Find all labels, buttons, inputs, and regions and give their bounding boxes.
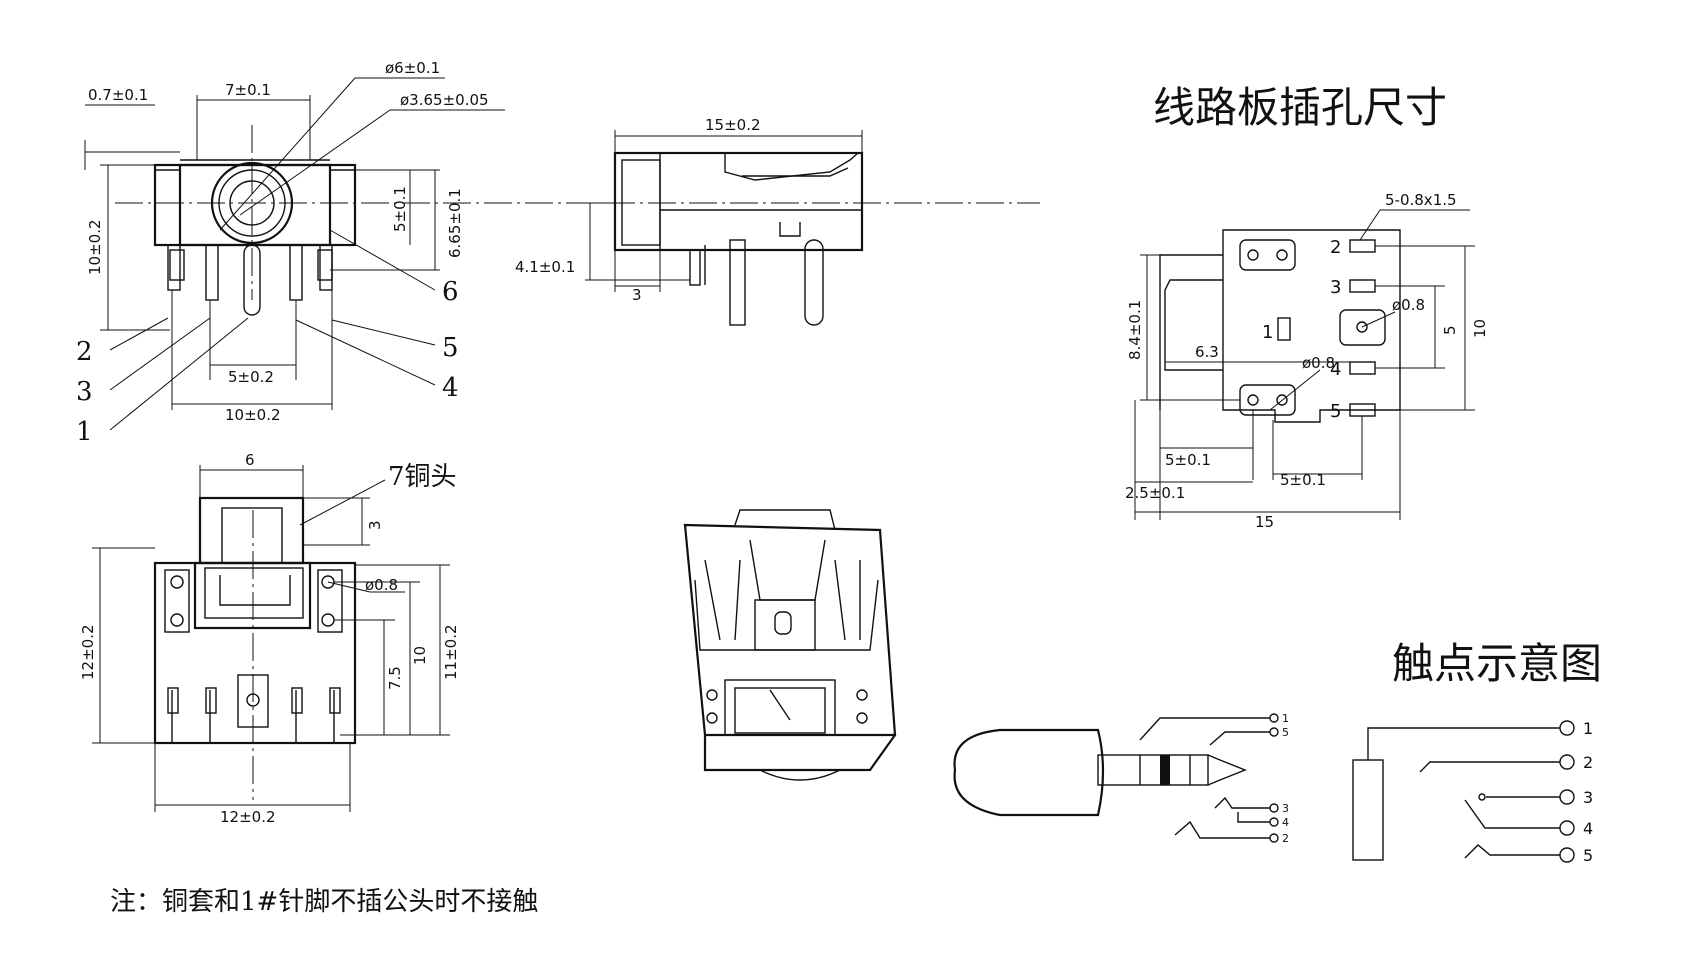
callout-1: 1	[76, 417, 93, 447]
bottom-dim-phi0-8: ø0.8	[365, 576, 398, 594]
bottom-dim-12-left: 12±0.2	[79, 624, 97, 680]
callout-4: 4	[442, 373, 459, 403]
switch-contact-2: 2	[1583, 753, 1593, 772]
bottom-dim-12: 12±0.2	[220, 808, 276, 826]
pcb-dim-2-5: 2.5±0.1	[1125, 484, 1185, 502]
pcb-dim-15: 15	[1255, 513, 1274, 531]
bottom-dim-10: 10	[411, 646, 429, 665]
front-view: 0.7±0.1 7±0.1 ø6±0.1 ø3.65±0.05 10±0.2 5…	[76, 59, 1040, 447]
front-pin-3	[205, 244, 219, 301]
pcb-dim-6-3: 6.3	[1195, 343, 1219, 361]
pcb-dim-phi0-8-b: ø0.8	[1302, 354, 1335, 372]
dim-10-bottom: 10±0.2	[225, 406, 281, 424]
side-dim-4-1: 4.1±0.1	[515, 258, 575, 276]
dim-7: 7±0.1	[225, 81, 271, 99]
contact-diagram: 触点示意图 1 5 3 4 2 1 2 3	[953, 639, 1602, 865]
callout-2: 2	[76, 337, 93, 367]
switch-body	[1352, 759, 1384, 861]
pcb-pin-2: 2	[1330, 237, 1341, 258]
dim-phi6: ø6±0.1	[385, 59, 440, 77]
switch-contact-1: 1	[1583, 719, 1593, 738]
switch-contact-5: 5	[1583, 846, 1593, 865]
dim-phi3-65: ø3.65±0.05	[400, 91, 489, 109]
side-view: 15±0.2 4.1±0.1 3	[515, 116, 864, 326]
bottom-view: 6 7铜头 3 ø0.8	[79, 451, 460, 826]
bottom-dim-3: 3	[366, 520, 384, 530]
front-pin-4	[289, 244, 303, 301]
plug-contact-2: 2	[1282, 832, 1289, 845]
pcb-dim-slot: 5-0.8x1.5	[1385, 191, 1457, 209]
switch-contact-3: 3	[1583, 788, 1593, 807]
title-pcb-hole-size: 线路板插孔尺寸	[1153, 83, 1447, 132]
footnote: 注：铜套和1#针脚不插公头时不接触	[110, 887, 538, 917]
switch-contact-4: 4	[1583, 819, 1593, 838]
front-pin-5	[319, 244, 333, 291]
dim-5-bottom: 5±0.2	[228, 368, 274, 386]
plug-body	[953, 728, 1105, 817]
pcb-dim-5-a: 5±0.1	[1165, 451, 1211, 469]
callout-6: 6	[442, 277, 459, 307]
pcb-dim-8-4: 8.4±0.1	[1126, 300, 1144, 360]
pcb-dim-phi0-8-a: ø0.8	[1392, 296, 1425, 314]
side-dim-15: 15±0.2	[705, 116, 761, 134]
pcb-dim-10-vert: 10	[1471, 319, 1489, 338]
callout-3: 3	[76, 377, 93, 407]
side-body	[613, 151, 864, 252]
side-dim-3: 3	[632, 286, 642, 304]
pcb-pin-5: 5	[1330, 401, 1341, 422]
front-pin-2	[167, 244, 181, 291]
plug-contact-3: 3	[1282, 802, 1289, 815]
bottom-dim-6: 6	[245, 451, 255, 469]
callout-7: 7铜头	[388, 462, 457, 492]
dim-5-right: 5±0.1	[391, 186, 409, 232]
pcb-pin-1: 1	[1262, 322, 1273, 343]
pcb-pin-4: 4	[1330, 359, 1341, 380]
pcb-hole-layout: 线路板插孔尺寸 2 3 1 4 5 5-0.8x1.5 ø0.8 ø0.8	[1125, 83, 1489, 531]
dim-6-65: 6.65±0.1	[446, 188, 464, 258]
title-contact-diagram: 触点示意图	[1392, 639, 1602, 688]
bottom-dim-11: 11±0.2	[442, 624, 460, 680]
pcb-dim-5-vert: 5	[1441, 325, 1459, 335]
plug-contact-4: 4	[1282, 816, 1289, 829]
pcb-pin-3: 3	[1330, 277, 1341, 298]
bottom-body	[153, 561, 357, 745]
bottom-dim-7-5: 7.5	[386, 666, 404, 690]
dim-10-left: 10±0.2	[86, 219, 104, 275]
callout-5: 5	[442, 333, 459, 363]
plug-contact-1: 1	[1282, 712, 1289, 725]
plug-contact-5: 5	[1282, 726, 1289, 739]
isometric-view	[683, 509, 897, 781]
pcb-dim-5-b: 5±0.1	[1280, 471, 1326, 489]
dim-0-7: 0.7±0.1	[88, 86, 148, 104]
front-pin-1	[243, 244, 261, 316]
